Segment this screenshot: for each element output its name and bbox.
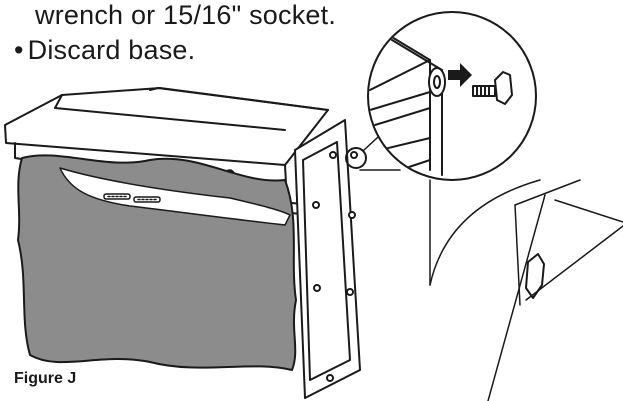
protective-cover [17,154,297,371]
bolt-icon [472,71,513,105]
bullet-glyph: • [14,35,24,65]
bullet-instruction: •Discard base. [14,35,195,66]
figure-caption: Figure J [14,370,77,387]
shipping-base-frame [294,119,361,399]
magnified-detail [367,11,537,181]
foam-strips [103,193,161,203]
callout-marker [345,147,367,169]
bullet-instruction-text: Discard base. [27,35,196,65]
instruction-continued-line: wrench or 15/16" socket. [35,0,337,30]
corner-detail-lines [429,179,623,401]
